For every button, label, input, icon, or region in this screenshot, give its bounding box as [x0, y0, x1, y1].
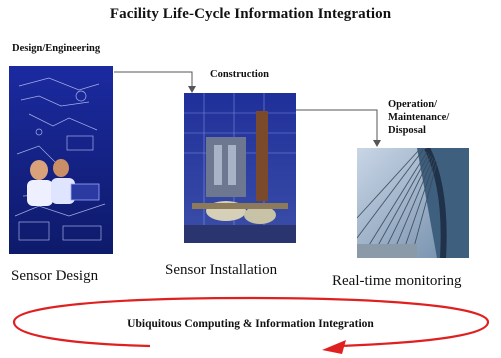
design-engineering-image	[9, 66, 113, 254]
connector-design-to-construction	[114, 71, 193, 88]
caption-sensor-installation: Sensor Installation	[165, 262, 278, 278]
stage-label-operation-line-1: Operation/	[388, 99, 437, 110]
stage-label-operation: Operation/ Maintenance/ Disposal	[388, 98, 449, 137]
stage-label-operation-line-2: Maintenance/	[388, 112, 450, 123]
construction-image	[184, 93, 296, 243]
caption-sensor-design: Sensor Design	[11, 268, 99, 284]
arrowhead-construction	[188, 86, 196, 93]
connector-construction-to-operation	[296, 109, 378, 142]
caption-real-time-monitoring: Real-time monitoring	[332, 273, 462, 289]
loop-arrowhead	[322, 340, 346, 354]
arrowhead-operation	[373, 140, 381, 147]
diagram-title: Facility Life-Cycle Information Integrat…	[109, 6, 392, 22]
stage-label-design: Design/Engineering	[12, 43, 101, 54]
integration-loop-label: Ubiquitous Computing & Information Integ…	[127, 318, 374, 330]
stage-label-construction: Construction	[210, 69, 269, 80]
stage-label-operation-line-3: Disposal	[388, 125, 426, 136]
integration-loop-ellipse	[12, 296, 490, 348]
operation-image	[357, 148, 469, 258]
